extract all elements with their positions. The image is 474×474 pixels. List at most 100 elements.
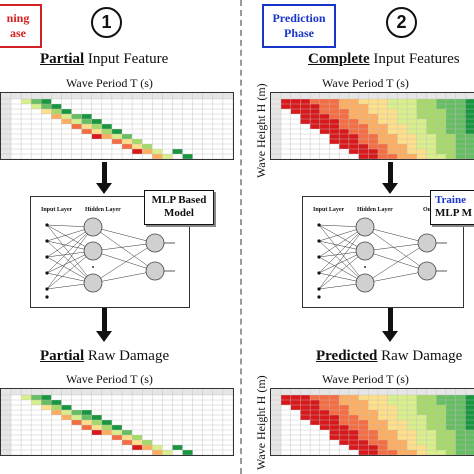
heatmap-cell [436,99,446,104]
heatmap-cell [339,114,349,119]
heatmap-cell [111,425,122,430]
heatmap-cell [31,104,42,109]
heatmap-cell [310,99,320,104]
row-header-column [1,93,11,159]
heatmap-cell [465,154,474,159]
heatmap-cell [378,450,388,455]
heatmap-cell [407,410,417,415]
heatmap-cell [378,114,388,119]
heatmap-cell [465,104,474,109]
heatmap-cell [348,129,359,134]
heatmap-cell [162,450,173,455]
heatmap-cell [368,149,378,154]
heatmap-cell [407,149,417,154]
heatmap-cell [436,154,446,159]
connection [46,250,94,290]
heatmap-cell [290,405,301,410]
heatmap-cell [101,425,112,430]
phase-label-line2: Phase [283,26,314,40]
heatmap-cell [397,149,408,154]
heatmap-cell [416,395,427,400]
heatmap-cell [319,129,330,134]
heatmap-cell [378,425,388,430]
heading-bold: Partial [40,51,85,67]
heatmap-cell [455,395,466,400]
heatmap-cell [358,139,369,144]
heatmap-cell [436,445,446,450]
heatmap-cell [426,144,437,149]
heatmap-cell [122,435,133,440]
heatmap-cell [416,144,427,149]
heatmap-cell [465,395,474,400]
heatmap-cell [358,124,369,129]
heatmap-cell [445,435,456,440]
heatmap-cell [416,114,427,119]
heatmap-cell [339,144,349,149]
heatmap-cell [387,405,398,410]
heatmap-cell [426,435,437,440]
heatmap-cell [329,435,340,440]
heatmap-cell [378,154,388,159]
phase-label-line1: ning [6,11,30,25]
connection [318,226,366,290]
heatmap-cell [436,425,446,430]
heatmap-cell [455,450,466,455]
heatmap-cell [339,440,349,445]
heading-rest: Input Feature [84,51,169,67]
input-node [45,271,49,275]
heatmap-cell [436,124,446,129]
heatmap-cell [387,440,398,445]
heatmap-cell [416,445,427,450]
heatmap-cell [455,134,466,139]
heatmap-cell [339,124,349,129]
heatmap-cell [465,450,474,455]
heatmap-cell [387,425,398,430]
heatmap-cell [455,144,466,149]
heatmap-cell [426,109,437,114]
phase-label-line1: Prediction [272,11,326,25]
heatmap-cell [348,124,359,129]
heatmap-cell [407,450,417,455]
heatmap-cell [358,445,369,450]
heatmap-cell [445,450,456,455]
heatmap-cell [290,109,301,114]
heatmap-cell [416,124,427,129]
hidden-neuron [355,273,375,293]
heatmap-cell [329,139,340,144]
heatmap-cell [132,139,143,144]
heatmap-cell [387,445,398,450]
heatmap-cell [416,154,427,159]
complete-input-heatmap-table [270,92,474,160]
heatmap-cell [426,430,437,435]
heatmap-cell [407,445,417,450]
connection [364,242,428,284]
heatmap-cell [397,129,408,134]
heatmap-cell [81,420,92,425]
heatmap-cell [416,415,427,420]
connection [364,250,428,272]
heatmap-cell [348,395,359,400]
heatmap-cell [142,144,153,149]
heatmap-cell [358,119,369,124]
heatmap-cell [416,420,427,425]
heatmap-cell [397,410,408,415]
heatmap-cell [41,104,52,109]
heatmap-cell [426,400,437,405]
heatmap-cell [387,139,398,144]
predicted-raw-damage-heatmap-table [270,388,474,456]
heatmap-cell [455,430,466,435]
heatmap-cell [300,415,311,420]
heatmap-cell [407,99,417,104]
input-node [317,239,321,243]
heatmap-cell [436,410,446,415]
heatmap-cell [339,415,349,420]
column-header-row [271,389,474,395]
heatmap-cell [132,144,143,149]
heatmap-cell [387,430,398,435]
heatmap-cell [348,425,359,430]
heatmap-cell [348,144,359,149]
heading-bold: Partial [40,348,85,364]
heatmap-cell [445,395,456,400]
